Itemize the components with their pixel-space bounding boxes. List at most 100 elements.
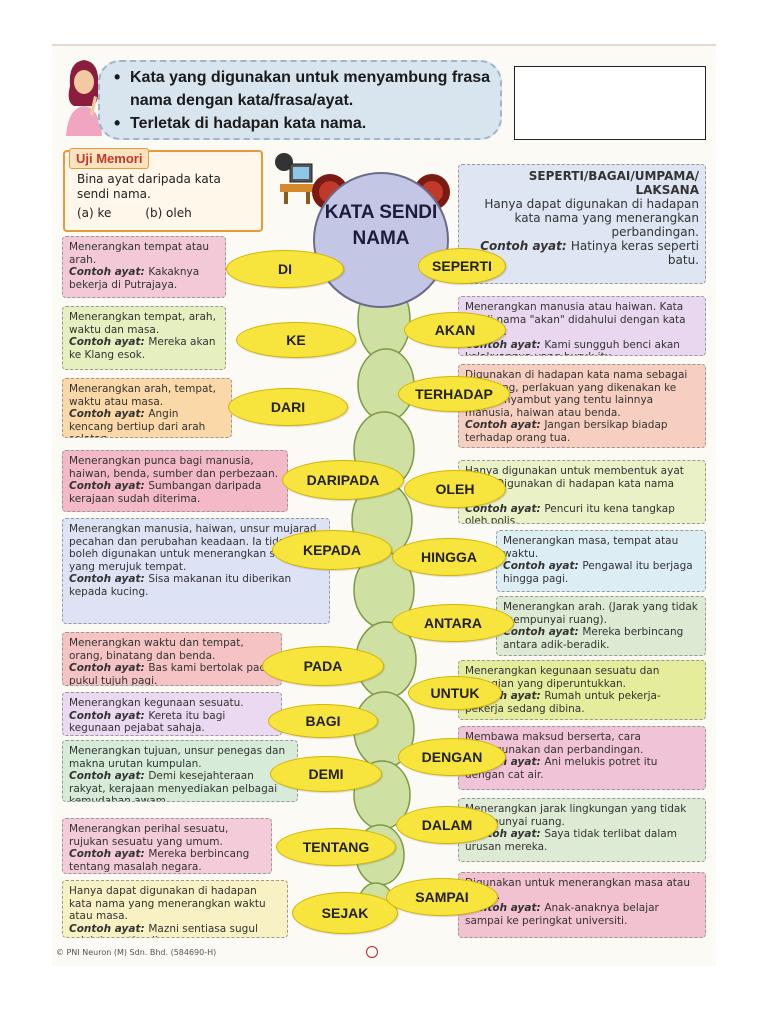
example-label: Contoh ayat: bbox=[69, 480, 149, 492]
example-text: Jangan bersikap biadap terhadap orang tu… bbox=[465, 419, 668, 444]
card-heading: SEPERTI/BAGAI/UMPAMA/ LAKSANA bbox=[528, 169, 699, 197]
word-pill-daripada: DARIPADA bbox=[282, 460, 404, 500]
card-example: Contoh ayat: Mazni sentiasa sugul sejak … bbox=[69, 922, 281, 938]
card-example: Contoh ayat: Mereka berbincang antara ad… bbox=[503, 626, 699, 651]
example-text: Hatinya keras seperti batu. bbox=[570, 239, 699, 267]
card-example: Contoh ayat: Mereka akan ke Klang esok. bbox=[69, 336, 219, 361]
example-text: Kakaknya bekerja di Putrajaya. bbox=[69, 266, 200, 291]
word-pill-bagi: BAGI bbox=[268, 704, 378, 738]
card-description: Menerangkan tempat, arah, waktu dan masa… bbox=[69, 311, 216, 336]
word-pill-hingga: HINGGA bbox=[392, 538, 506, 576]
word-pill-dalam: DALAM bbox=[396, 806, 498, 844]
word-pill-dengan: DENGAN bbox=[398, 738, 506, 776]
example-text: Saya tidak terlibat dalam urusan mereka. bbox=[465, 828, 677, 853]
intro-bullet: Terletak di hadapan kata nama. bbox=[114, 112, 500, 135]
example-text: Pencuri itu kena tangkap oleh polis. bbox=[465, 502, 675, 524]
word-pill-terhadap: TERHADAP bbox=[398, 376, 510, 412]
card-description: Menerangkan kegunaan sesuatu. bbox=[69, 697, 244, 709]
example-label: Contoh ayat: bbox=[69, 408, 149, 420]
card-example: Contoh ayat: Kami sungguh benci akan kel… bbox=[465, 338, 699, 356]
right-card-2: Digunakan di hadapan kata nama sebagai p… bbox=[458, 364, 706, 448]
word-pill-oleh: OLEH bbox=[404, 470, 506, 508]
right-card-6: Menerangkan kegunaan sesuatu dan bahagia… bbox=[458, 660, 706, 720]
left-card-2: Menerangkan arah, tempat, waktu atau mas… bbox=[62, 378, 232, 438]
word-pill-sampai: SAMPAI bbox=[386, 878, 498, 916]
card-description: Menerangkan jarak lingkungan yang tidak … bbox=[465, 803, 687, 828]
card-example: Contoh ayat: Bas kami bertolak pada puku… bbox=[69, 662, 275, 685]
center-title-line1: KATA SENDI bbox=[324, 202, 438, 223]
example-text: Mazni sentiasa sugul sejak kematian ibun… bbox=[69, 922, 258, 938]
example-text: Mereka berbincang tentang masalah negara… bbox=[69, 848, 250, 873]
option-b: (b) oleh bbox=[145, 206, 192, 220]
left-card-1: Menerangkan tempat, arah, waktu dan masa… bbox=[62, 306, 226, 370]
example-label: Contoh ayat: bbox=[503, 626, 583, 638]
example-label: Contoh ayat: bbox=[69, 770, 149, 782]
example-label: Contoh ayat: bbox=[69, 922, 149, 935]
card-description: Menerangkan masa, tempat atau waktu. bbox=[503, 535, 679, 560]
example-text: Angin kencang bertiup dari arah selatan. bbox=[69, 408, 206, 437]
center-title-line2: NAMA bbox=[352, 228, 410, 249]
uji-memori-title: Uji Memori bbox=[69, 148, 150, 169]
example-text: Pengawal itu berjaga hingga pagi. bbox=[503, 560, 693, 585]
card-description: Menerangkan manusia, haiwan, unsur mujar… bbox=[69, 523, 320, 573]
example-label: Contoh ayat: bbox=[503, 560, 583, 572]
left-card-3: Menerangkan punca bagi manusia, haiwan, … bbox=[62, 450, 288, 512]
example-text: Anak-anaknya belajar sampai ke peringkat… bbox=[465, 902, 659, 927]
example-text: Sisa makanan itu diberikan kepada kucing… bbox=[69, 573, 292, 598]
left-card-5: Menerangkan waktu dan tempat, orang, bin… bbox=[62, 632, 282, 686]
example-label: Contoh ayat: bbox=[69, 336, 149, 348]
example-text: Kereta itu bagi kegunaan pejabat sahaja. bbox=[69, 709, 226, 735]
right-card-3: Hanya digunakan untuk membentuk ayat pas… bbox=[458, 460, 706, 524]
card-description: Menerangkan punca bagi manusia, haiwan, … bbox=[69, 455, 279, 480]
example-text: Demi kesejahteraan rakyat, kerajaan meny… bbox=[69, 770, 278, 802]
card-example: Contoh ayat: Jangan bersikap biadap terh… bbox=[465, 419, 699, 444]
card-example: Contoh ayat: Sisa makanan itu diberikan … bbox=[69, 573, 323, 598]
example-text: Kami sungguh benci akan kelakuannya yang… bbox=[465, 338, 680, 356]
right-card-5: Menerangkan arah. (Jarak yang tidak memp… bbox=[496, 596, 706, 656]
card-description: Menerangkan arah, tempat, waktu atau mas… bbox=[69, 383, 216, 408]
card-description: Menerangkan tujuan, unsur penegas dan ma… bbox=[69, 745, 286, 770]
right-card-8: Menerangkan jarak lingkungan yang tidak … bbox=[458, 798, 706, 862]
word-pill-seperti: SEPERTI bbox=[418, 248, 506, 284]
card-example: Contoh ayat: Saya tidak terlibat dalam u… bbox=[465, 828, 699, 853]
card-example: Contoh ayat: Anak-anaknya belajar sampai… bbox=[465, 902, 699, 927]
example-label: Contoh ayat: bbox=[69, 662, 149, 674]
word-pill-pada: PADA bbox=[262, 646, 384, 686]
word-pill-tentang: TENTANG bbox=[276, 828, 396, 866]
word-pill-untuk: UNTUK bbox=[408, 676, 502, 710]
word-pill-kepada: KEPADA bbox=[272, 530, 392, 570]
teacher-avatar bbox=[66, 60, 102, 136]
word-pill-demi: DEMI bbox=[270, 756, 382, 792]
uji-memori-box: Uji Memori Bina ayat daripada kata sendi… bbox=[63, 148, 263, 232]
right-card-4: Menerangkan masa, tempat atau waktu.Cont… bbox=[496, 530, 706, 592]
word-pill-akan: AKAN bbox=[404, 312, 506, 348]
example-label: Contoh ayat: bbox=[480, 239, 571, 253]
example-text: Mereka berbincang antara adik-beradik. bbox=[503, 626, 684, 651]
word-pill-sejak: SEJAK bbox=[292, 892, 398, 934]
card-description: Menerangkan arah. (Jarak yang tidak memp… bbox=[503, 601, 698, 626]
intro-bullet: Kata yang digunakan untuk menyambung fra… bbox=[114, 66, 500, 112]
card-description: Membawa maksud berserta, cara menggunaka… bbox=[465, 731, 644, 756]
card-example: Contoh ayat: Kereta itu bagi kegunaan pe… bbox=[69, 710, 275, 735]
option-a: (a) ke bbox=[77, 206, 112, 220]
card-description: Hanya dapat digunakan di hadapan kata na… bbox=[69, 885, 266, 922]
word-pill-antara: ANTARA bbox=[392, 604, 514, 642]
left-card-0: Menerangkan tempat atau arah.Contoh ayat… bbox=[62, 236, 226, 298]
card-example: Contoh ayat: Demi kesejahteraan rakyat, … bbox=[69, 770, 291, 802]
card-description: Hanya dapat digunakan di hadapan kata na… bbox=[484, 197, 699, 239]
word-pill-ke: KE bbox=[236, 322, 356, 358]
card-description: Menerangkan perihal sesuatu, rujukan ses… bbox=[69, 823, 229, 848]
left-card-9: Hanya dapat digunakan di hadapan kata na… bbox=[62, 880, 288, 938]
word-pill-dari: DARI bbox=[228, 388, 348, 426]
answer-box[interactable] bbox=[514, 66, 706, 140]
example-label: Contoh ayat: bbox=[465, 502, 545, 515]
example-label: Contoh ayat: bbox=[69, 709, 149, 722]
card-description: Digunakan di hadapan kata nama sebagai p… bbox=[465, 369, 688, 419]
left-card-4: Menerangkan manusia, haiwan, unsur mujar… bbox=[62, 518, 330, 624]
left-card-8: Menerangkan perihal sesuatu, rujukan ses… bbox=[62, 818, 272, 874]
card-description: Digunakan untuk menerangkan masa atau wa… bbox=[465, 877, 690, 902]
word-pill-di: DI bbox=[226, 250, 344, 288]
example-text: Rumah untuk pekerja-pekerja sedang dibin… bbox=[465, 690, 661, 715]
example-label: Contoh ayat: bbox=[69, 573, 149, 585]
card-example: Contoh ayat: Sumbangan daripada kerajaan… bbox=[69, 480, 281, 505]
